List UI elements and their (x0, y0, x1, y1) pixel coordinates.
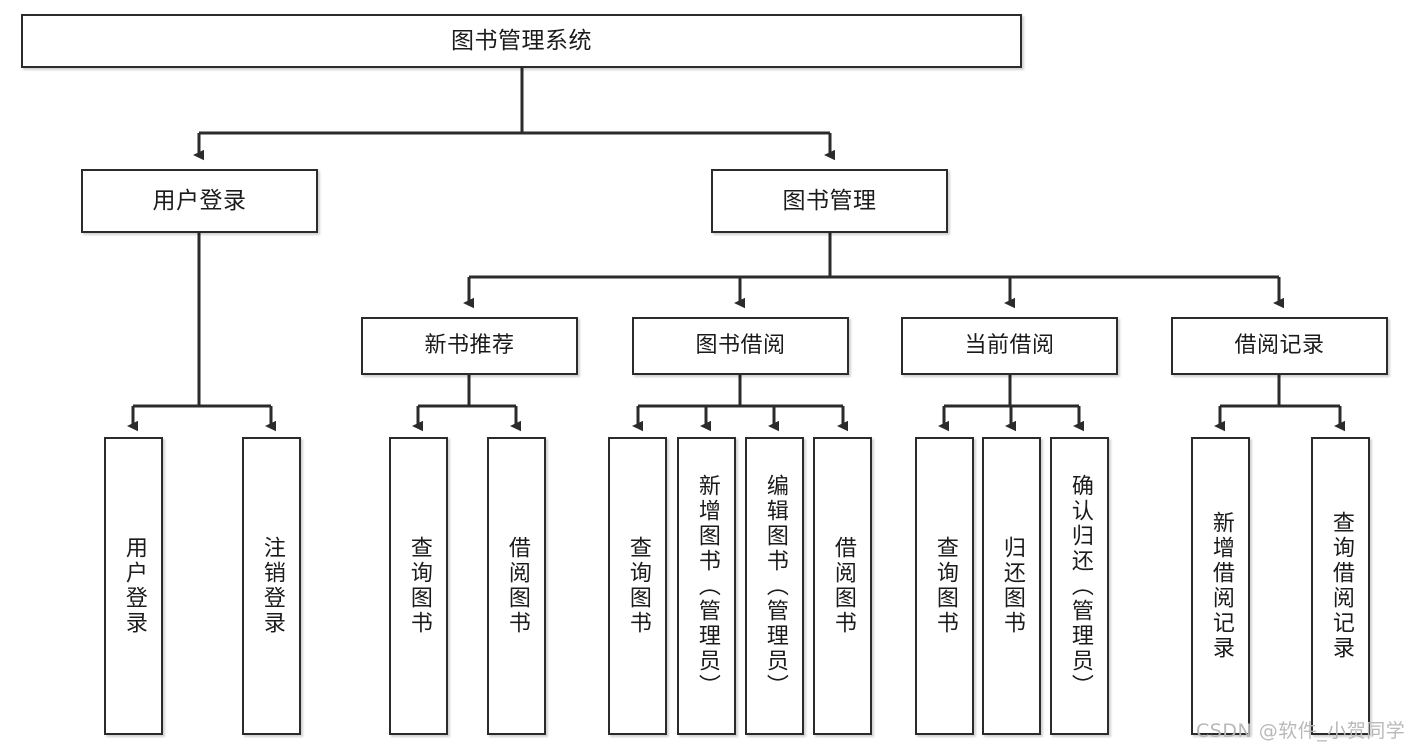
node-root[interactable]: 图书管理系统 (21, 14, 1022, 68)
node-leaf-query-book-1-label: 查询图书 (406, 536, 432, 636)
node-leaf-add-book-label: 新增图书（管理员） (694, 473, 720, 699)
node-root-label: 图书管理系统 (451, 27, 592, 54)
node-book-manage-label: 图书管理 (782, 187, 877, 214)
node-leaf-return-book-label: 归还图书 (999, 536, 1025, 636)
node-leaf-confirm-return[interactable]: 确认归还（管理员） (1050, 437, 1109, 735)
node-leaf-add-record[interactable]: 新增借阅记录 (1191, 437, 1250, 735)
watermark-text: CSDN @软件_小贺同学 (1196, 720, 1405, 742)
node-user-login[interactable]: 用户登录 (81, 169, 318, 233)
node-user-login-label: 用户登录 (152, 187, 247, 214)
node-leaf-logout-login-label: 注销登录 (259, 536, 285, 636)
node-leaf-user-login[interactable]: 用户登录 (104, 437, 163, 735)
node-leaf-borrow-book-2-label: 借阅图书 (830, 536, 856, 636)
node-leaf-edit-book[interactable]: 编辑图书（管理员） (745, 437, 804, 735)
node-book-manage[interactable]: 图书管理 (711, 169, 948, 233)
node-leaf-borrow-book-1[interactable]: 借阅图书 (487, 437, 546, 735)
node-leaf-query-record[interactable]: 查询借阅记录 (1311, 437, 1370, 735)
node-leaf-query-book-3-label: 查询图书 (932, 536, 958, 636)
node-current-borrow[interactable]: 当前借阅 (901, 317, 1118, 375)
node-borrow-record[interactable]: 借阅记录 (1171, 317, 1388, 375)
node-leaf-add-record-label: 新增借阅记录 (1208, 511, 1234, 661)
node-leaf-borrow-book-2[interactable]: 借阅图书 (813, 437, 872, 735)
node-leaf-query-book-1[interactable]: 查询图书 (389, 437, 448, 735)
node-book-borrow-label: 图书借阅 (695, 332, 786, 358)
node-leaf-confirm-return-label: 确认归还（管理员） (1067, 473, 1093, 699)
node-new-book-rec-label: 新书推荐 (424, 332, 515, 358)
node-leaf-query-record-label: 查询借阅记录 (1328, 511, 1354, 661)
node-leaf-edit-book-label: 编辑图书（管理员） (762, 473, 788, 699)
node-leaf-logout-login[interactable]: 注销登录 (242, 437, 301, 735)
node-leaf-add-book[interactable]: 新增图书（管理员） (677, 437, 736, 735)
node-leaf-user-login-label: 用户登录 (121, 536, 147, 636)
node-book-borrow[interactable]: 图书借阅 (632, 317, 849, 375)
node-current-borrow-label: 当前借阅 (964, 332, 1055, 358)
node-leaf-query-book-2-label: 查询图书 (625, 536, 651, 636)
node-leaf-query-book-2[interactable]: 查询图书 (608, 437, 667, 735)
node-borrow-record-label: 借阅记录 (1234, 332, 1325, 358)
node-leaf-query-book-3[interactable]: 查询图书 (915, 437, 974, 735)
node-new-book-rec[interactable]: 新书推荐 (361, 317, 578, 375)
node-leaf-borrow-book-1-label: 借阅图书 (504, 536, 530, 636)
node-leaf-return-book[interactable]: 归还图书 (982, 437, 1041, 735)
